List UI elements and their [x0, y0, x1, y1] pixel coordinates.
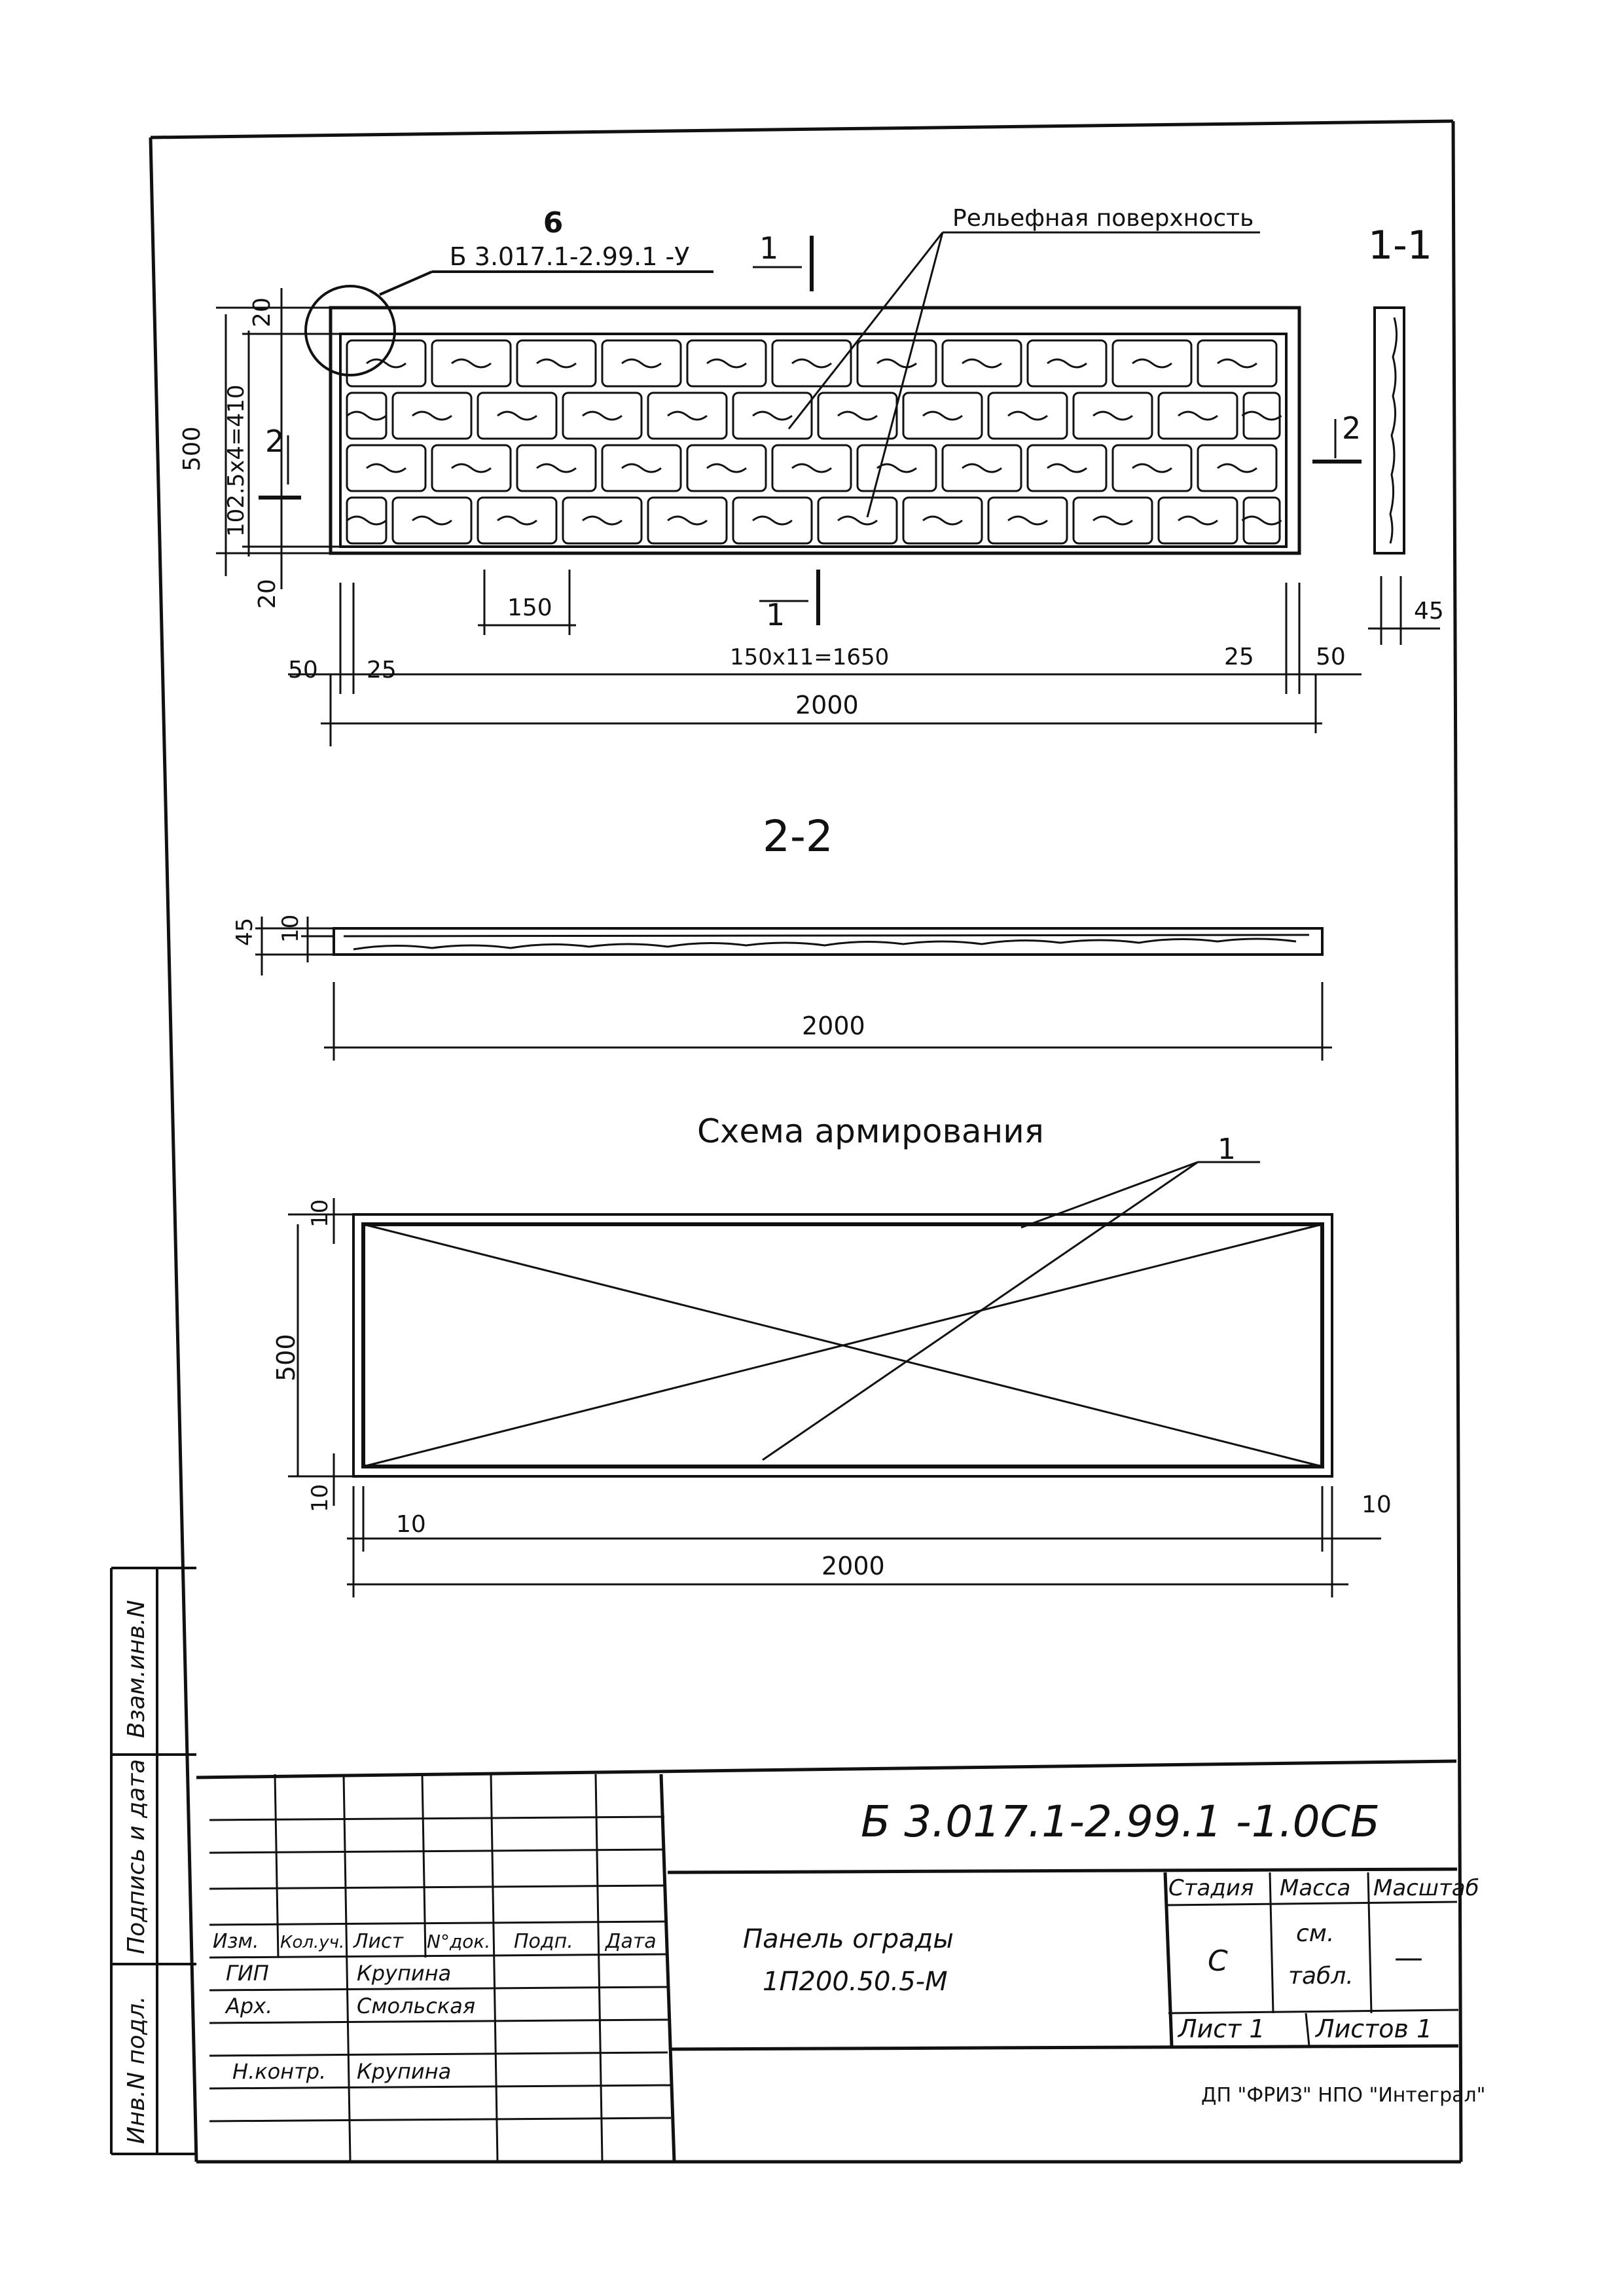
dim-20-bottom: 20	[254, 579, 281, 609]
relief-callout-label: Рельефная поверхность	[952, 205, 1254, 232]
reinforcement-dim-500: 500	[272, 1334, 300, 1381]
side-stamp-vzam: Взам.инв.N	[123, 1600, 150, 1738]
name-gip: Крупина	[357, 1961, 451, 1986]
scale-label: Масштаб	[1373, 1875, 1479, 1901]
reinforcement-dim-2000: 2000	[821, 1552, 885, 1580]
dim-150: 150	[507, 594, 552, 621]
dim-25-right: 25	[1224, 644, 1254, 670]
section-2-2-dim-2000: 2000	[802, 1011, 865, 1040]
dim-500: 500	[179, 426, 206, 471]
section-markers: 1 1 2 2	[259, 230, 1362, 632]
stage-value: С	[1208, 1944, 1228, 1978]
side-stamp-inv: Инв.N подл.	[123, 1996, 150, 2144]
relief-callout: Рельефная поверхность	[787, 205, 1260, 518]
panel-relief-field	[339, 333, 1288, 548]
dim-25-left: 25	[367, 657, 397, 683]
detail-ref-doc: Б 3.017.1-2.99.1 -У	[450, 242, 690, 271]
section-2-2-dim-45: 45	[232, 918, 258, 946]
section-1-1: 1-1 45	[1368, 223, 1444, 645]
side-stamp-podpis: Подпись и дата	[123, 1759, 150, 1954]
section-1-tag-bottom: 1	[766, 597, 785, 632]
dim-50-right: 50	[1316, 644, 1346, 670]
mass-label: Масса	[1280, 1875, 1350, 1901]
section-1-1-dim-45: 45	[1414, 598, 1444, 625]
doc-code: Б 3.017.1-2.99.1 -1.0СБ	[861, 1796, 1380, 1847]
hdr-data: Дата	[604, 1930, 657, 1953]
dim-410: 102.5x4=410	[223, 385, 249, 537]
section-2-tag-right: 2	[1342, 410, 1361, 446]
reinforcement-dim-10-top: 10	[307, 1199, 333, 1228]
side-stamp: Взам.инв.N Подпись и дата Инв.N подл.	[110, 1567, 196, 2155]
dim-1650: 150x11=1650	[730, 644, 889, 670]
section-1-tag-top: 1	[759, 230, 778, 266]
reinforcement-mesh	[361, 1222, 1324, 1468]
section-2-2-dim-10: 10	[278, 915, 304, 943]
mass-value-1: см.	[1296, 1920, 1334, 1947]
mass-value-2: табл.	[1288, 1963, 1354, 1990]
section-1-1-title: 1-1	[1368, 223, 1432, 268]
product-code: 1П200.50.5-М	[763, 1967, 948, 1997]
section-2-2: 2-2 45 10 2000	[232, 811, 1332, 1061]
reinforcement-dim-10-left: 10	[396, 1511, 426, 1538]
elevation-dimensions	[216, 288, 1362, 746]
reinforcement-outline	[352, 1213, 1333, 1478]
sheet-count: Листов 1	[1314, 2014, 1432, 2043]
role-gip: ГИП	[226, 1961, 269, 1986]
detail-ref-number: 6	[543, 206, 564, 240]
detail-callout: 6 Б 3.017.1-2.99.1 -У	[304, 206, 713, 376]
organization: ДП "ФРИЗ" НПО "Интеграл"	[1201, 2084, 1485, 2107]
panel-elevation	[329, 306, 1301, 555]
product-name: Панель ограды	[743, 1924, 954, 1954]
detail-circle	[304, 285, 396, 376]
reinforcement-title: Схема армирования	[697, 1112, 1044, 1150]
role-nkontr: Н.контр.	[232, 2059, 326, 2084]
panel-outline	[329, 306, 1301, 555]
sheet-number: Лист 1	[1177, 2014, 1265, 2043]
reinforcement-dim-10-right: 10	[1362, 1491, 1392, 1518]
hdr-list: Лист	[353, 1930, 405, 1953]
role-arch: Арх.	[225, 1994, 272, 2018]
name-arch: Смольская	[357, 1994, 475, 2018]
dim-20-top: 20	[249, 297, 276, 327]
reinforcement-callout: 1	[1218, 1133, 1236, 1166]
scale-value: —	[1394, 1941, 1423, 1975]
hdr-ndok: N°док.	[427, 1931, 490, 1952]
hdr-kol: Кол.уч.	[280, 1933, 344, 1952]
section-2-2-title: 2-2	[763, 811, 833, 862]
stage-label: Стадия	[1168, 1875, 1254, 1901]
name-nkontr: Крупина	[357, 2059, 451, 2084]
hdr-podp: Подп.	[514, 1930, 573, 1953]
reinforcement-dim-10-bottom: 10	[307, 1484, 333, 1512]
title-block: Б 3.017.1-2.99.1 -1.0СБ Изм. Кол.уч. Лис…	[196, 1759, 1485, 2162]
sheet-frame	[149, 119, 1463, 2164]
relief-brick-pattern	[346, 339, 1282, 545]
hdr-izm: Изм.	[213, 1930, 259, 1953]
reinforcement-scheme: Схема армирования 1 10 500 10 10 10 2000	[272, 1112, 1392, 1597]
dim-2000-elevation: 2000	[795, 691, 859, 720]
dim-50-left: 50	[288, 657, 318, 683]
